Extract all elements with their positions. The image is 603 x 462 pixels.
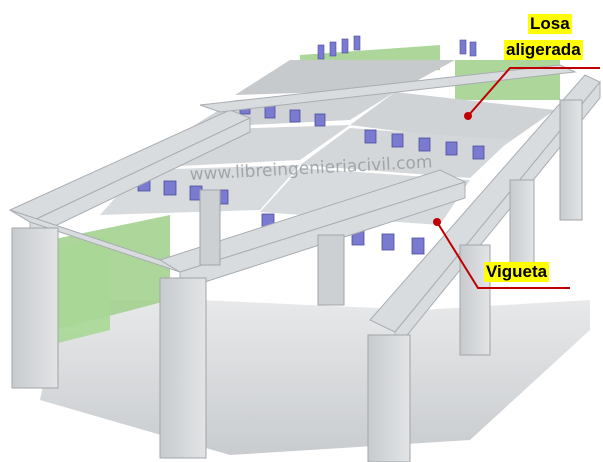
leader-losa (464, 67, 600, 120)
column-right-2 (509, 179, 535, 271)
column-mid-middle (317, 234, 345, 306)
joist-row-back (317, 35, 477, 60)
leader-vigueta (433, 218, 570, 289)
column-front-left (11, 227, 59, 389)
joist-row-middle-right (364, 129, 485, 160)
column-mid-left (199, 189, 221, 266)
label-losa-line1: Losa (528, 14, 572, 34)
label-vigueta: Vigueta (484, 262, 550, 282)
infill-wall-front-left (50, 235, 110, 345)
ground-plane (40, 300, 590, 455)
label-losa-line2: aligerada (504, 40, 583, 60)
beams (8, 64, 601, 352)
column-right-3 (559, 99, 583, 221)
column-front-middle (159, 277, 207, 459)
columns (11, 99, 583, 462)
column-front-right (367, 334, 411, 462)
